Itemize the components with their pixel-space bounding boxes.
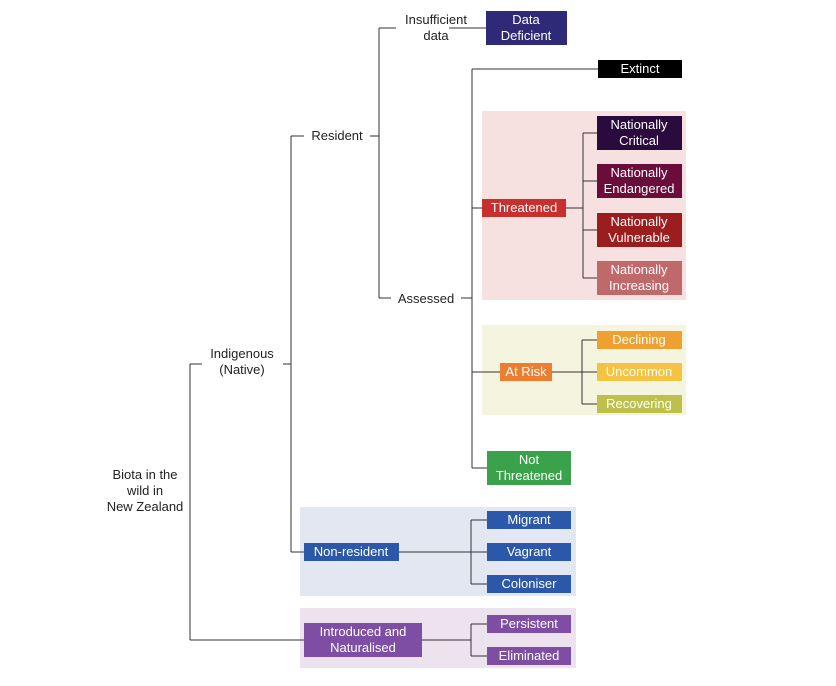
nationally-critical-box: [597, 116, 682, 150]
introduced-naturalised-label-line: Introduced and: [320, 624, 407, 639]
indigenous-label-bg: [202, 345, 283, 381]
persistent-label-line: Persistent: [500, 616, 558, 631]
vagrant-box: [487, 543, 571, 561]
threatened-label-line: Threatened: [491, 200, 558, 215]
extinct-label-line: Extinct: [620, 61, 659, 76]
indigenous-label-line: (Native): [219, 362, 265, 377]
migrant-box: [487, 511, 571, 529]
uncommon-label-line: Uncommon: [606, 364, 672, 379]
nationally-increasing-box: [597, 261, 682, 295]
at-risk-label: At Risk: [505, 364, 547, 379]
connector-lines: [189, 27, 598, 657]
non-resident-label-line: Non-resident: [314, 544, 389, 559]
nationally-increasing-label-line: Increasing: [609, 278, 669, 293]
uncommon-box: [597, 363, 682, 381]
not-threatened-label-line: Threatened: [496, 468, 563, 483]
non-resident-label: Non-resident: [314, 544, 389, 559]
insufficient-data-label-line: Insufficient: [405, 12, 467, 27]
persistent-label: Persistent: [500, 616, 558, 631]
non-resident-box: [304, 543, 399, 561]
eliminated-label-line: Eliminated: [499, 648, 560, 663]
declining-label: Declining: [612, 332, 665, 347]
recovering-box: [597, 395, 682, 413]
resident-label-line: Resident: [311, 128, 363, 143]
coloniser-box: [487, 575, 571, 593]
root-label-line: New Zealand: [107, 499, 184, 514]
root-label-line: Biota in the: [112, 467, 177, 482]
vagrant-label-line: Vagrant: [507, 544, 552, 559]
data-deficient-box: [486, 11, 567, 45]
eliminated-label: Eliminated: [499, 648, 560, 663]
declining-box: [597, 331, 682, 349]
persistent-box: [487, 615, 571, 633]
nationally-endangered-label-line: Endangered: [604, 181, 675, 196]
introduced-naturalised-label-line: Naturalised: [330, 640, 396, 655]
extinct-box: [598, 60, 682, 78]
nationally-increasing-label-line: Nationally: [610, 262, 668, 277]
nationally-vulnerable-label-line: Vulnerable: [608, 230, 670, 245]
coloniser-label-line: Coloniser: [502, 576, 558, 591]
nationally-critical-label-line: Nationally: [610, 117, 668, 132]
data-deficient-label-line: Data: [512, 12, 540, 27]
eliminated-box: [487, 647, 571, 665]
insufficient-data-label-line: data: [423, 28, 449, 43]
assessed-label: Assessed: [398, 291, 454, 306]
at-risk-label-line: At Risk: [505, 364, 547, 379]
declining-label-line: Declining: [612, 332, 665, 347]
at-risk-box: [500, 363, 552, 381]
resident-label-bg: [304, 127, 370, 145]
assessed-label-bg: [391, 290, 461, 308]
migrant-label-line: Migrant: [507, 512, 551, 527]
nationally-vulnerable-label-line: Nationally: [610, 214, 668, 229]
indigenous-label-line: Indigenous: [210, 346, 274, 361]
data-deficient-label-line: Deficient: [501, 28, 552, 43]
threatened-box: [482, 199, 566, 217]
assessed-label-line: Assessed: [398, 291, 454, 306]
not-threatened-label-line: Not: [519, 452, 540, 467]
nationally-endangered-label-line: Nationally: [610, 165, 668, 180]
vagrant-label: Vagrant: [507, 544, 552, 559]
recovering-label-line: Recovering: [606, 396, 672, 411]
recovering-label: Recovering: [606, 396, 672, 411]
extinct-label: Extinct: [620, 61, 659, 76]
nationally-critical-label-line: Critical: [619, 133, 659, 148]
root-label-line: wild in: [126, 483, 163, 498]
nationally-endangered-box: [597, 164, 682, 198]
indigenous-label: Indigenous(Native): [210, 346, 274, 377]
threatened-label: Threatened: [491, 200, 558, 215]
introduced-naturalised-box: [304, 623, 422, 657]
nationally-vulnerable-box: [597, 213, 682, 247]
uncommon-label: Uncommon: [606, 364, 672, 379]
coloniser-label: Coloniser: [502, 576, 558, 591]
not-threatened-box: [487, 451, 571, 485]
resident-label: Resident: [311, 128, 363, 143]
migrant-label: Migrant: [507, 512, 551, 527]
